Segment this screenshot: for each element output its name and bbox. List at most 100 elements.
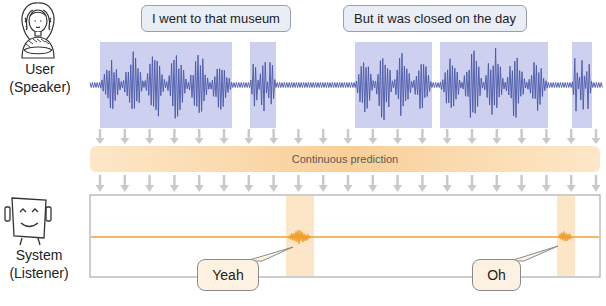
down-arrow-head	[294, 138, 303, 144]
response-bubble: Oh	[472, 259, 521, 291]
down-arrow-shaft	[223, 175, 226, 185]
down-arrow-head	[269, 138, 278, 144]
down-arrow-shaft	[446, 129, 449, 138]
down-arrow-head	[492, 185, 501, 192]
down-arrow-shaft	[272, 175, 275, 185]
down-arrow-shaft	[148, 129, 151, 138]
down-arrow-shaft	[99, 129, 102, 138]
down-arrow-shaft	[520, 129, 523, 138]
down-arrow-head	[145, 138, 154, 144]
down-arrow-shaft	[272, 129, 275, 138]
down-arrow-shaft	[347, 175, 350, 185]
speech-bubble: But it was closed on the day	[343, 5, 527, 32]
down-arrow-shaft	[322, 175, 325, 185]
down-arrow-shaft	[173, 129, 176, 138]
down-arrow-shaft	[396, 175, 399, 185]
node-text: I went to that museum	[152, 11, 280, 26]
down-arrow-head	[418, 185, 427, 192]
down-arrow-shaft	[248, 175, 251, 185]
down-arrow-head	[170, 138, 179, 144]
down-arrow-shaft	[297, 129, 300, 138]
down-arrow-head	[542, 138, 551, 144]
node-text: Continuous prediction	[292, 153, 398, 165]
down-arrow-head	[220, 138, 229, 144]
prediction-band: Continuous prediction	[90, 146, 600, 172]
down-arrow-head	[344, 138, 353, 144]
down-arrow-head	[96, 185, 105, 192]
response-region	[286, 196, 314, 276]
node-text: But it was closed on the day	[354, 11, 516, 26]
down-arrow-shaft	[496, 129, 499, 138]
down-arrow-head	[120, 138, 129, 144]
down-arrow-head	[443, 138, 452, 144]
down-arrow-head	[120, 185, 129, 192]
down-arrow-head	[319, 138, 328, 144]
down-arrow-head	[145, 185, 154, 192]
down-arrow-shaft	[545, 129, 548, 138]
down-arrow-head	[468, 185, 477, 192]
down-arrow-shaft	[372, 175, 375, 185]
down-arrow-head	[567, 185, 576, 192]
response-bubble: Yeah	[197, 259, 259, 291]
waveform-line	[90, 48, 602, 120]
down-arrow-shaft	[173, 175, 176, 185]
system-panel	[90, 195, 600, 277]
down-arrow-shaft	[421, 175, 424, 185]
down-arrow-head	[368, 138, 377, 144]
user-waveform	[90, 48, 602, 120]
down-arrow-shaft	[570, 129, 573, 138]
down-arrow-head	[220, 185, 229, 192]
down-arrow-shaft	[148, 175, 151, 185]
down-arrow-head	[492, 138, 501, 144]
down-arrow-head	[592, 138, 601, 144]
down-arrow-shaft	[322, 129, 325, 138]
node-text: Yeah	[212, 267, 243, 283]
down-arrow-shaft	[595, 175, 598, 185]
down-arrow-head	[517, 138, 526, 144]
down-arrow-shaft	[396, 129, 399, 138]
down-arrow-shaft	[124, 129, 127, 138]
down-arrow-head	[592, 185, 601, 192]
system-icon	[5, 198, 51, 245]
down-arrow-shaft	[297, 175, 300, 185]
down-arrow-shaft	[223, 129, 226, 138]
down-arrow-shaft	[248, 129, 251, 138]
system-waveform	[288, 230, 572, 244]
down-arrow-head	[294, 185, 303, 192]
down-arrow-head	[567, 138, 576, 144]
down-arrow-head	[393, 138, 402, 144]
down-arrow-head	[244, 138, 253, 144]
down-arrow-shaft	[446, 175, 449, 185]
down-arrow-head	[195, 138, 204, 144]
down-arrow-head	[443, 185, 452, 192]
down-arrow-shaft	[545, 175, 548, 185]
down-arrow-head	[393, 185, 402, 192]
down-arrow-shaft	[496, 175, 499, 185]
down-arrow-shaft	[198, 175, 201, 185]
user-icon	[22, 3, 54, 58]
down-arrow-head	[244, 185, 253, 192]
down-arrow-head	[269, 185, 278, 192]
down-arrow-shaft	[347, 129, 350, 138]
actor-label: User (Speaker)	[2, 61, 78, 96]
bubble-tail	[510, 246, 558, 261]
down-arrow-head	[517, 185, 526, 192]
down-arrow-shaft	[372, 129, 375, 138]
node-text: Oh	[487, 267, 506, 283]
response-burst	[288, 230, 311, 244]
speech-bubble: I went to that museum	[141, 5, 291, 32]
down-arrow-shaft	[595, 129, 598, 138]
down-arrow-head	[195, 185, 204, 192]
actor-label: System (Listener)	[2, 247, 76, 282]
down-arrow-head	[96, 138, 105, 144]
down-arrow-shaft	[471, 129, 474, 138]
down-arrow-shaft	[124, 175, 127, 185]
down-arrow-shaft	[421, 129, 424, 138]
response-region	[557, 196, 575, 276]
down-arrow-head	[170, 185, 179, 192]
down-arrow-shaft	[520, 175, 523, 185]
system-signal	[91, 236, 599, 238]
down-arrow-head	[344, 185, 353, 192]
down-arrow-shaft	[198, 129, 201, 138]
down-arrow-shaft	[99, 175, 102, 185]
